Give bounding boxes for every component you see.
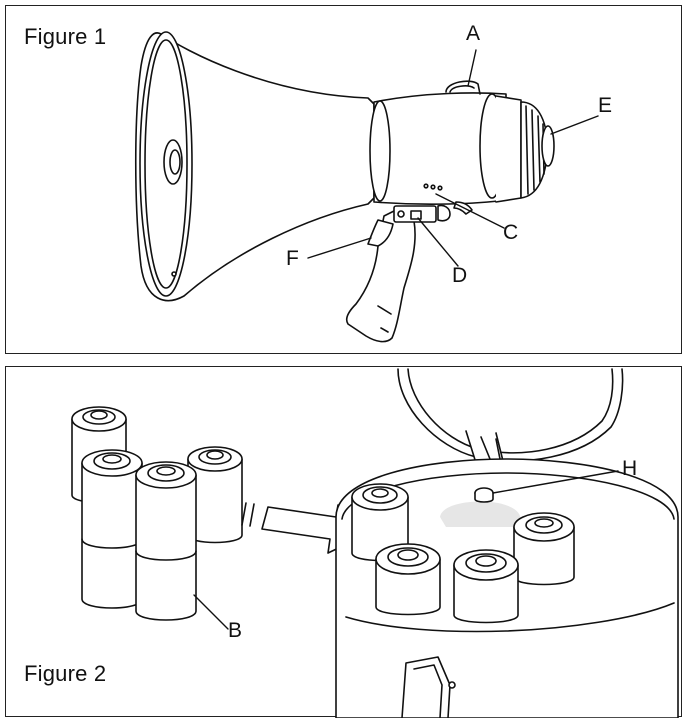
megaphone-horn xyxy=(134,32,375,302)
megaphone-trigger xyxy=(367,219,394,247)
callout-C: C xyxy=(503,221,519,244)
strap-loop xyxy=(445,80,481,95)
callout-D: D xyxy=(452,264,468,287)
battery-install-illustration xyxy=(71,368,679,718)
installed-cell xyxy=(453,549,519,624)
callout-A: A xyxy=(466,22,481,45)
leader-C xyxy=(435,193,505,229)
handle-bracket xyxy=(401,656,451,718)
leader-A xyxy=(467,49,477,87)
callout-B: B xyxy=(228,619,243,642)
callout-E: E xyxy=(598,94,613,117)
figure-2-label: Figure 2 xyxy=(24,661,107,686)
battery-cover xyxy=(397,368,624,462)
figure-1-panel: Figure 1 xyxy=(5,5,682,354)
installed-cell xyxy=(375,543,441,616)
installed-cell xyxy=(513,512,575,586)
megaphone-grip xyxy=(345,210,416,343)
battery-cell xyxy=(187,446,243,544)
leader-B xyxy=(193,594,229,630)
leader-F xyxy=(307,237,372,259)
battery-cell xyxy=(81,449,143,609)
leader-E xyxy=(550,115,599,135)
callout-H: H xyxy=(622,457,638,480)
leader-D xyxy=(417,217,459,267)
battery-cell xyxy=(135,461,197,621)
leader-H xyxy=(492,470,619,494)
callout-F: F xyxy=(286,247,299,270)
figure-2-panel: Figure 2 xyxy=(5,366,682,718)
figure-1-label: Figure 1 xyxy=(24,24,107,49)
installed-cell xyxy=(351,483,409,562)
megaphone-illustration xyxy=(134,31,599,343)
